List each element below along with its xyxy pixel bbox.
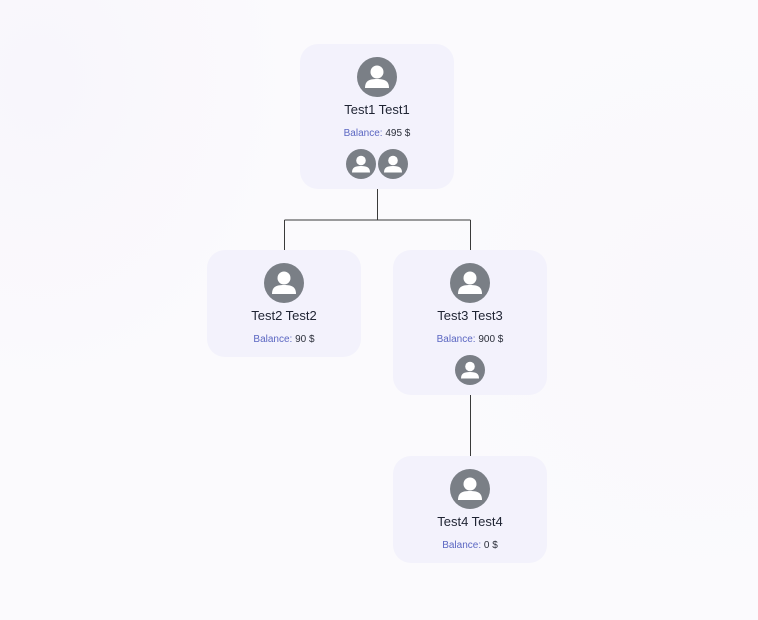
balance-label: Balance: bbox=[343, 128, 383, 139]
balance-value: 900 $ bbox=[478, 334, 504, 345]
balance-value: 495 $ bbox=[385, 128, 411, 139]
user-avatar-icon bbox=[357, 57, 397, 97]
tree-node-test3[interactable]: Test3 Test3 Balance: 900 $ bbox=[393, 250, 547, 395]
node-name: Test2 Test2 bbox=[251, 308, 317, 323]
tree-node-test1[interactable]: Test1 Test1 Balance: 495 $ bbox=[300, 44, 454, 189]
child-avatar-icon[interactable] bbox=[346, 149, 376, 179]
balance-label: Balance: bbox=[253, 334, 293, 345]
balance-label: Balance: bbox=[436, 334, 476, 345]
child-avatars bbox=[393, 355, 547, 385]
node-name: Test4 Test4 bbox=[437, 514, 503, 529]
user-avatar-icon bbox=[264, 263, 304, 303]
node-name: Test3 Test3 bbox=[437, 308, 503, 323]
node-balance: Balance: 495 $ bbox=[300, 128, 454, 139]
node-name: Test1 Test1 bbox=[344, 102, 410, 117]
balance-label: Balance: bbox=[442, 540, 482, 551]
node-balance: Balance: 0 $ bbox=[393, 540, 547, 551]
child-avatars bbox=[300, 149, 454, 179]
node-balance: Balance: 900 $ bbox=[393, 334, 547, 345]
balance-value: 0 $ bbox=[483, 540, 498, 551]
child-avatar-icon[interactable] bbox=[378, 149, 408, 179]
user-avatar-icon bbox=[450, 263, 490, 303]
user-avatar-icon bbox=[450, 469, 490, 509]
child-avatar-icon[interactable] bbox=[455, 355, 485, 385]
node-balance: Balance: 90 $ bbox=[207, 334, 361, 345]
balance-value: 90 $ bbox=[295, 334, 315, 345]
tree-node-test4[interactable]: Test4 Test4 Balance: 0 $ bbox=[393, 456, 547, 563]
tree-node-test2[interactable]: Test2 Test2 Balance: 90 $ bbox=[207, 250, 361, 357]
